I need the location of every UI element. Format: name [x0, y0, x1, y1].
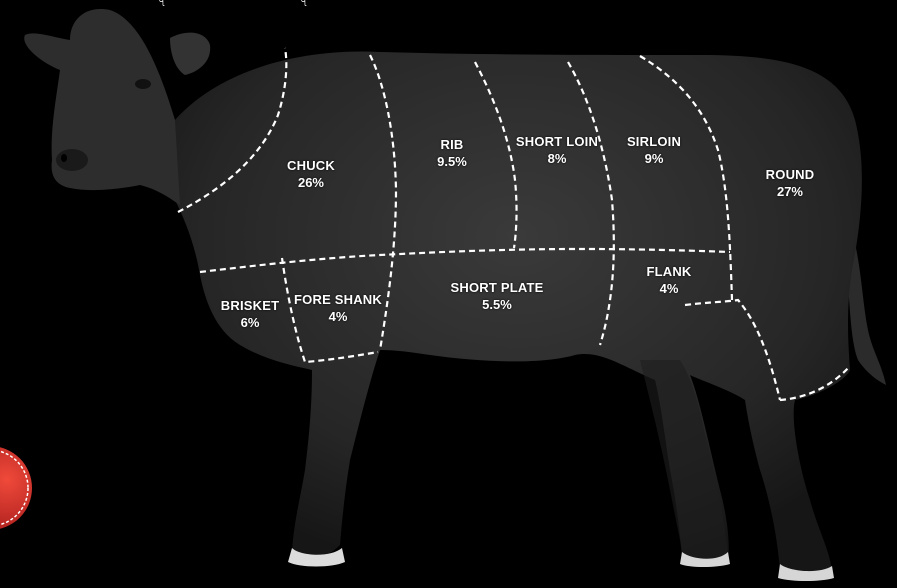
cut-label-chuck: CHUCK 26% [287, 157, 335, 191]
red-badge-icon [0, 446, 32, 530]
cut-name: FORE SHANK [294, 291, 382, 308]
cut-label-rib: RIB 9.5% [437, 136, 467, 170]
cut-percent: 9.5% [437, 153, 467, 170]
cut-label-short-plate: SHORT PLATE 5.5% [451, 279, 544, 313]
cut-percent: 26% [287, 174, 335, 191]
cut-label-round: ROUND 27% [766, 166, 815, 200]
cut-label-brisket: BRISKET 6% [221, 297, 279, 331]
cut-percent: 8% [516, 150, 598, 167]
cut-percent: 4% [294, 308, 382, 325]
cut-percent: 5.5% [451, 296, 544, 313]
cut-label-flank: FLANK 4% [646, 263, 691, 297]
cut-name: ROUND [766, 166, 815, 183]
top-glyph-2: ৭ [300, 0, 308, 14]
cut-percent: 9% [627, 150, 681, 167]
cut-percent: 4% [646, 280, 691, 297]
cut-name: BRISKET [221, 297, 279, 314]
cut-percent: 6% [221, 314, 279, 331]
top-glyph-1: ৭ [158, 0, 166, 14]
cut-label-fore-shank: FORE SHANK 4% [294, 291, 382, 325]
cut-label-short-loin: SHORT LOIN 8% [516, 133, 598, 167]
cut-name: SIRLOIN [627, 133, 681, 150]
cut-name: RIB [437, 136, 467, 153]
cut-name: FLANK [646, 263, 691, 280]
cut-name: SHORT PLATE [451, 279, 544, 296]
cut-name: CHUCK [287, 157, 335, 174]
cut-label-sirloin: SIRLOIN 9% [627, 133, 681, 167]
cut-percent: 27% [766, 183, 815, 200]
cut-name: SHORT LOIN [516, 133, 598, 150]
